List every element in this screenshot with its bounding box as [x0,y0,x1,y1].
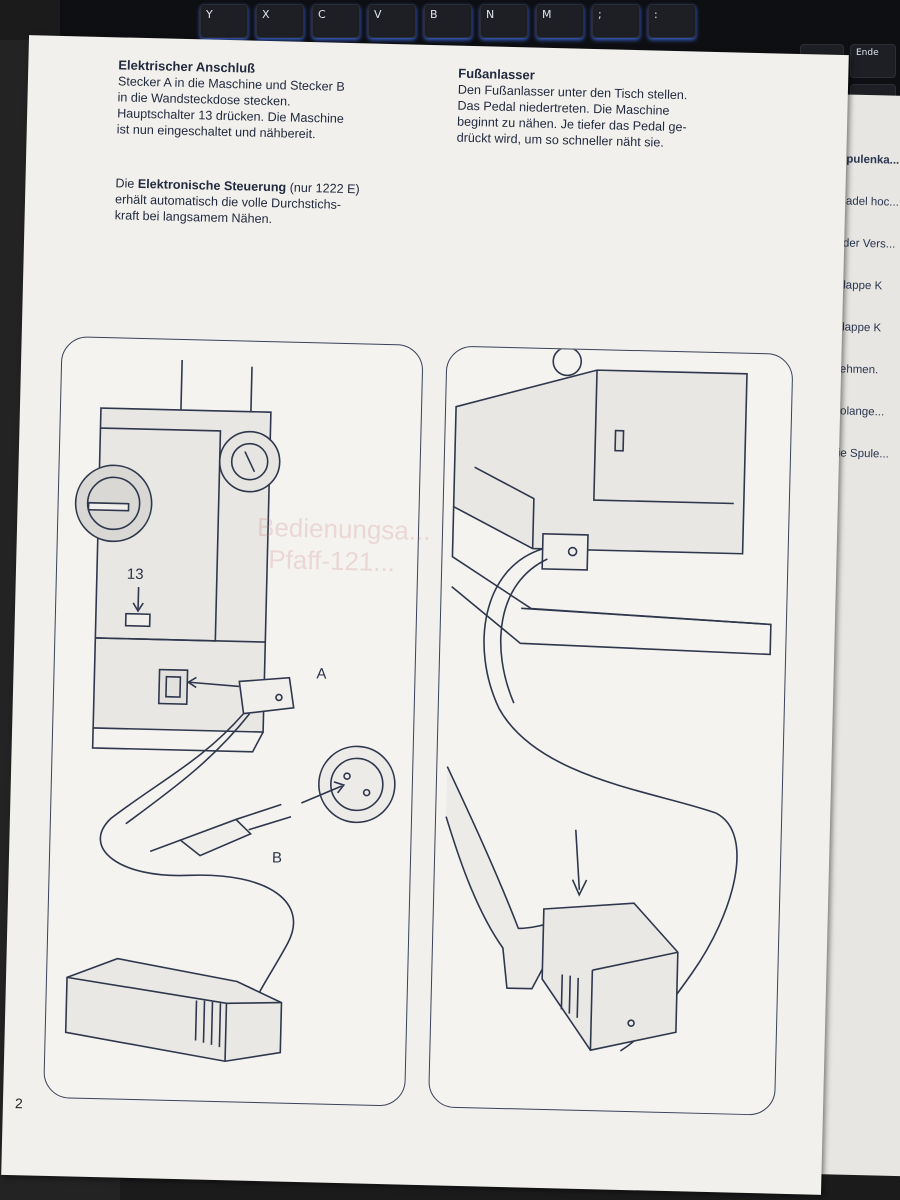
section-foot-pedal: Fußanlasser Den Fußanlasser unter den Ti… [456,66,768,154]
key-m[interactable]: M [536,4,584,38]
label-plug-a: A [316,665,326,682]
watermark-line: Pfaff-121... [267,544,396,578]
key-end[interactable]: Ende [850,44,896,78]
next-page-line: Solange... [832,405,885,419]
key-x[interactable]: X [256,4,304,38]
illustration-power-connection: 13 A B [43,336,424,1107]
manual-page: Elektrischer Anschluß Stecker A in die M… [1,35,849,1195]
next-page-line: die Spule... [831,447,890,461]
key-colon[interactable]: : [648,4,696,38]
key-y[interactable]: Y [200,4,248,38]
label-plug-b: B [272,849,282,866]
section-electronic-control: Die Elektronische Steuerung (nur 1222 E)… [114,175,445,231]
key-v[interactable]: V [368,4,416,38]
sewing-machine-drawing: 13 A B [64,359,396,1063]
key-n[interactable]: N [480,4,528,38]
next-page-title: Spulenka... [838,153,900,167]
next-page-line: Nadel hoc... [837,195,900,209]
illustration-foot-pedal [427,345,794,1116]
key-c[interactable]: C [312,4,360,38]
text-suffix: (nur 1222 E) [286,180,360,197]
page-number: 2 [14,1095,23,1112]
watermark: Bedienungsa... Pfaff-121... [256,511,431,579]
foot-pedal-drawing [445,346,772,1052]
label-switch-13: 13 [127,566,144,583]
watermark-line: Bedienungsa... [256,511,431,547]
next-page-line: nehmen. [833,363,879,377]
section-electrical-connection: Elektrischer Anschluß Stecker A in die M… [117,57,459,145]
text-prefix: Die [115,176,139,191]
key-b[interactable]: B [424,4,472,38]
key-semicolon[interactable]: ; [592,4,640,38]
next-page-line: Klappe K [835,279,883,293]
next-page-line: Klappe K [834,321,882,335]
next-page-line: oder Vers... [836,237,896,251]
